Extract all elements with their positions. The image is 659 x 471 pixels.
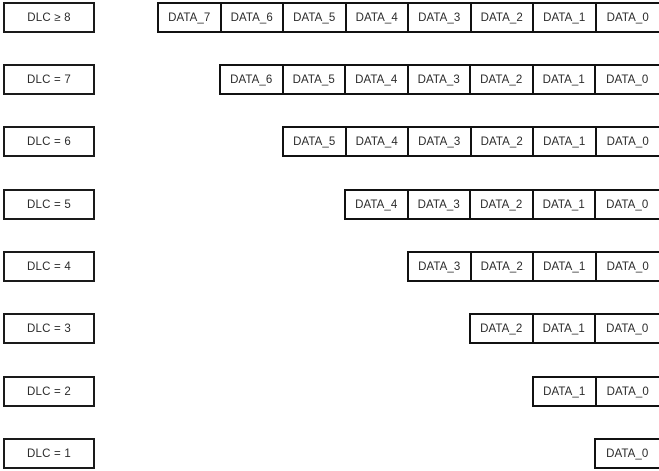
data-byte-cell: DATA_6 [221, 4, 284, 31]
data-byte-cell: DATA_3 [409, 128, 472, 155]
dlc-label-box: DLC = 4 [3, 251, 95, 282]
data-byte-cell: DATA_0 [596, 440, 659, 467]
data-byte-cell: DATA_2 [471, 4, 534, 31]
dlc-label-box: DLC ≥ 8 [3, 2, 95, 33]
dlc-label-box: DLC = 5 [3, 189, 95, 220]
data-byte-cell: DATA_3 [409, 253, 472, 280]
data-byte-cell: DATA_3 [409, 4, 472, 31]
data-byte-cell: DATA_4 [346, 66, 409, 93]
data-byte-cell: DATA_5 [284, 4, 347, 31]
data-byte-cell: DATA_2 [471, 191, 534, 218]
data-byte-cell: DATA_1 [533, 315, 596, 342]
data-byte-cell: DATA_1 [533, 191, 596, 218]
data-byte-cell: DATA_2 [471, 253, 534, 280]
dlc-label-box: DLC = 2 [3, 376, 95, 407]
dlc-label-box: DLC = 7 [3, 64, 95, 95]
dlc-label-box: DLC = 1 [3, 438, 95, 469]
data-byte-cell: DATA_1 [534, 4, 597, 31]
data-byte-cell: DATA_2 [471, 315, 534, 342]
data-byte-cell: DATA_4 [346, 128, 409, 155]
data-byte-cell: DATA_5 [283, 66, 346, 93]
data-byte-cell: DATA_4 [346, 4, 409, 31]
data-byte-cell: DATA_1 [533, 66, 596, 93]
dlc-label-box: DLC = 6 [3, 126, 95, 157]
data-byte-cell: DATA_3 [408, 66, 471, 93]
data-byte-cell: DATA_5 [284, 128, 347, 155]
data-byte-cell: DATA_0 [596, 378, 659, 405]
data-byte-cell: DATA_4 [346, 191, 409, 218]
data-byte-cell: DATA_0 [596, 253, 659, 280]
data-byte-cell: DATA_0 [596, 66, 659, 93]
data-byte-cell: DATA_0 [596, 315, 659, 342]
data-byte-cell: DATA_3 [408, 191, 471, 218]
data-byte-cell: DATA_7 [159, 4, 222, 31]
data-byte-cell: DATA_0 [596, 4, 659, 31]
data-byte-cell: DATA_6 [221, 66, 284, 93]
data-byte-cell: DATA_1 [534, 128, 597, 155]
dlc-label-box: DLC = 3 [3, 313, 95, 344]
data-byte-strip: DATA_0 [594, 438, 659, 469]
data-byte-cell: DATA_2 [471, 66, 534, 93]
data-byte-cell: DATA_1 [534, 253, 597, 280]
dlc-row: DLC = 1 DATA_0 [0, 438, 659, 471]
data-byte-cell: DATA_0 [596, 128, 659, 155]
data-byte-cell: DATA_0 [596, 191, 659, 218]
data-byte-cell: DATA_2 [471, 128, 534, 155]
data-byte-cell: DATA_1 [534, 378, 597, 405]
